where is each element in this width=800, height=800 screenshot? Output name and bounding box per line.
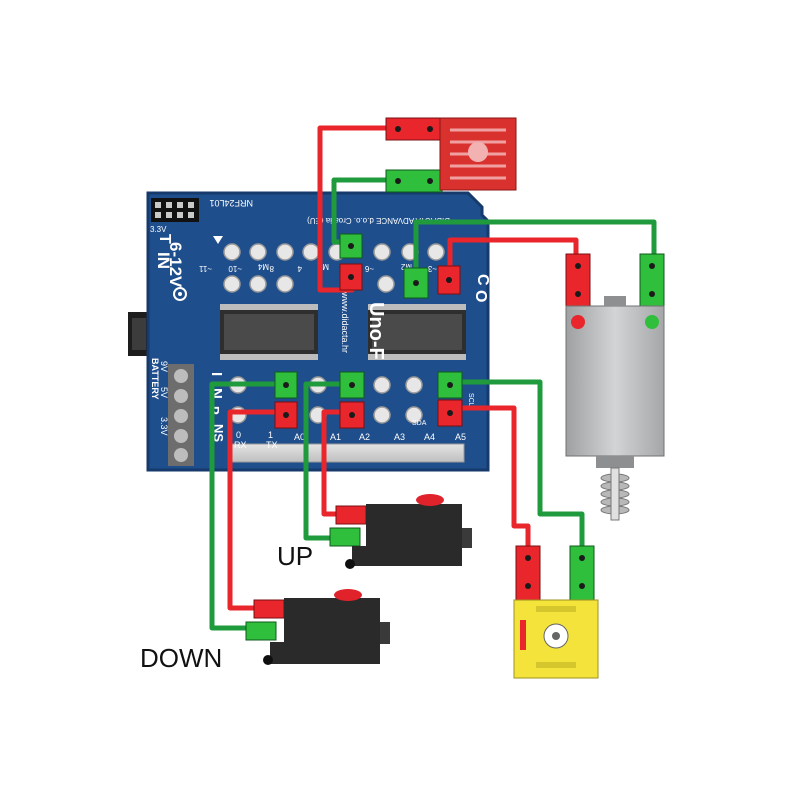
- wire-red: [321, 409, 352, 517]
- model-name: Uno-F: [365, 302, 387, 360]
- t-label: T: [156, 234, 173, 244]
- arrow-down-icon: [213, 236, 223, 244]
- motor-label: M4: [257, 262, 269, 271]
- battery-voltage: 9V: [159, 361, 169, 372]
- voltage-3v3-label: 3.3V: [150, 225, 167, 234]
- connector-green: [437, 371, 463, 399]
- co-label: C: [474, 274, 491, 286]
- battery-voltage: 5V: [159, 387, 169, 398]
- board-connectors: [274, 233, 463, 429]
- wire-green: [209, 381, 286, 631]
- connector-green: [403, 267, 429, 299]
- ic-chip: [368, 304, 466, 360]
- pin-label: RX: [234, 440, 247, 450]
- linear-actuator: [565, 253, 665, 521]
- pin-label: A3: [394, 432, 405, 442]
- pin-label: 8: [269, 264, 274, 273]
- pin-label: TX: [266, 440, 278, 450]
- uno-f-board: NRF24L01 3.3V T 6-12V IN DIDACTA ADVANCE…: [128, 191, 491, 472]
- polarity-icon: [173, 287, 187, 301]
- power-voltage-label: 6-12V: [166, 242, 185, 288]
- pin-label: SCL: [467, 393, 474, 407]
- wire-red: [227, 409, 286, 611]
- battery-terminal-block: BATTERY 9V 5V 3.3V: [150, 358, 194, 466]
- ns-label: NS: [211, 424, 226, 442]
- wire-green: [450, 379, 585, 548]
- nrf24l01-header: [151, 198, 199, 222]
- io-label: N: [208, 388, 225, 399]
- pin-label: A2: [359, 432, 370, 442]
- battery-label: BATTERY: [150, 358, 160, 400]
- up-label: UP: [277, 541, 314, 571]
- pin-label: ~3: [427, 264, 437, 273]
- in-label: IN: [154, 252, 173, 269]
- battery-voltage: 3.3V: [159, 417, 169, 436]
- top-socket-row: [223, 243, 445, 293]
- wire-red: [450, 405, 531, 548]
- up-push-button[interactable]: [329, 494, 472, 569]
- pin-label: 4: [297, 264, 302, 273]
- connector-green: [339, 371, 365, 399]
- pin-label: A1: [330, 432, 341, 442]
- motor-label: M2: [400, 262, 412, 271]
- nrf-label: NRF24L01: [209, 198, 253, 208]
- pin-label: ~11: [198, 264, 212, 273]
- brand-line: DIDACTA ADVANCE d.o.o. Croatia (EU): [307, 216, 450, 225]
- pin-label: 0: [236, 430, 241, 440]
- pin-label: A4: [424, 432, 435, 442]
- website: www.didacta.hr: [340, 291, 350, 353]
- heater-module: [385, 117, 517, 193]
- wire-green: [303, 381, 352, 541]
- pin-label: SDA: [412, 420, 427, 427]
- wire-green: [413, 219, 657, 284]
- wire-red: [447, 237, 579, 274]
- buzzer-module: [513, 545, 599, 679]
- pin-header: [227, 443, 465, 463]
- pin-label: 1: [268, 430, 273, 440]
- motor-label: M3: [317, 262, 329, 271]
- pin-label: A0: [294, 432, 305, 442]
- pin-label: ~6: [364, 264, 374, 273]
- pin-label: A5: [455, 432, 466, 442]
- pin-label: ~10: [228, 264, 242, 273]
- ic-chip: [220, 304, 318, 360]
- down-label: DOWN: [140, 643, 223, 673]
- co-label: O: [472, 290, 489, 302]
- down-push-button[interactable]: [245, 589, 390, 665]
- io-label: I: [208, 372, 225, 376]
